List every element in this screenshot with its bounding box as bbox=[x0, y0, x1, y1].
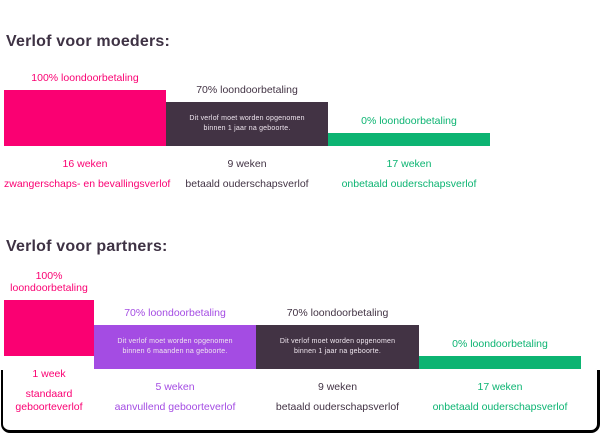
pay-label: 0% loondoorbetaling bbox=[452, 338, 548, 350]
weeks-label: 9 weken bbox=[227, 158, 267, 170]
bar-onbetaald-ouderschapsverlof bbox=[328, 133, 490, 146]
bar-onbetaald-ouderschapsverlof bbox=[419, 356, 581, 369]
pay-label: 70% loondoorbetaling bbox=[286, 307, 389, 319]
bar-chart-partners: 100% loondoorbetaling 1 week standaard g… bbox=[4, 264, 581, 414]
weeks-label: 9 weken bbox=[317, 381, 358, 393]
type-label: onbetaald ouderschapsverlof bbox=[432, 401, 568, 413]
weeks-label: 17 weken bbox=[386, 158, 432, 170]
column-onbetaald-ouderschapsverlof: 0% loondoorbetaling 17 weken onbetaald o… bbox=[419, 277, 581, 414]
bar-standaard-geboorteverlof bbox=[4, 300, 94, 356]
type-label: zwangerschaps- en bevallingsverlof bbox=[4, 178, 171, 190]
bar-aanvullend-geboorteverlof: Dit verlof moet worden opgenomen binnen … bbox=[94, 325, 256, 369]
type-label: betaald ouderschapsverlof bbox=[275, 401, 400, 413]
column-zwangerschapsverlof: 100% loondoorbetaling 16 weken zwangersc… bbox=[4, 66, 171, 191]
pay-label: 100% loondoorbetaling bbox=[31, 72, 139, 84]
type-label: betaald ouderschapsverlof bbox=[185, 178, 309, 190]
weeks-label: 1 week bbox=[32, 368, 66, 380]
bar-chart-mothers: 100% loondoorbetaling 16 weken zwangersc… bbox=[4, 66, 490, 191]
weeks-label: 16 weken bbox=[62, 158, 108, 170]
column-aanvullend-geboorteverlof: 70% loondoorbetaling Dit verlof moet wor… bbox=[94, 277, 256, 414]
type-label: standaard geboorteverlof bbox=[15, 388, 83, 413]
pay-label: 70% loondoorbetaling bbox=[124, 307, 226, 319]
section-title-partners: Verlof voor partners: bbox=[6, 238, 168, 255]
pay-label: 0% loondoorbetaling bbox=[361, 115, 457, 127]
bar-note: Dit verlof moet worden opgenomen binnen … bbox=[117, 338, 233, 355]
weeks-label: 17 weken bbox=[477, 381, 523, 393]
bar-betaald-ouderschapsverlof: Dit verlof moet worden opgenomen binnen … bbox=[256, 325, 419, 369]
section-partners: Verlof voor partners: 100% loondoorbetal… bbox=[4, 239, 581, 414]
section-mothers: Verlof voor moeders: 100% loondoorbetali… bbox=[4, 34, 490, 191]
bar-note: Dit verlof moet worden opgenomen binnen … bbox=[189, 115, 305, 132]
pay-label: 70% loondoorbetaling bbox=[196, 84, 298, 96]
column-betaald-ouderschapsverlof: 70% loondoorbetaling Dit verlof moet wor… bbox=[166, 66, 328, 191]
section-title-mothers: Verlof voor moeders: bbox=[6, 33, 171, 50]
type-label: aanvullend geboorteverlof bbox=[114, 401, 236, 413]
column-standaard-geboorteverlof: 100% loondoorbetaling 1 week standaard g… bbox=[4, 264, 94, 414]
pay-label: 100% loondoorbetaling bbox=[10, 270, 88, 294]
column-betaald-ouderschapsverlof: 70% loondoorbetaling Dit verlof moet wor… bbox=[256, 277, 419, 414]
bar-note: Dit verlof moet worden opgenomen binnen … bbox=[279, 338, 396, 355]
bar-zwangerschapsverlof bbox=[4, 90, 166, 146]
type-label: onbetaald ouderschapsverlof bbox=[341, 178, 477, 190]
weeks-label: 5 weken bbox=[155, 381, 195, 393]
column-onbetaald-ouderschapsverlof: 0% loondoorbetaling 17 weken onbetaald o… bbox=[328, 66, 490, 191]
bar-betaald-ouderschapsverlof: Dit verlof moet worden opgenomen binnen … bbox=[166, 102, 328, 146]
